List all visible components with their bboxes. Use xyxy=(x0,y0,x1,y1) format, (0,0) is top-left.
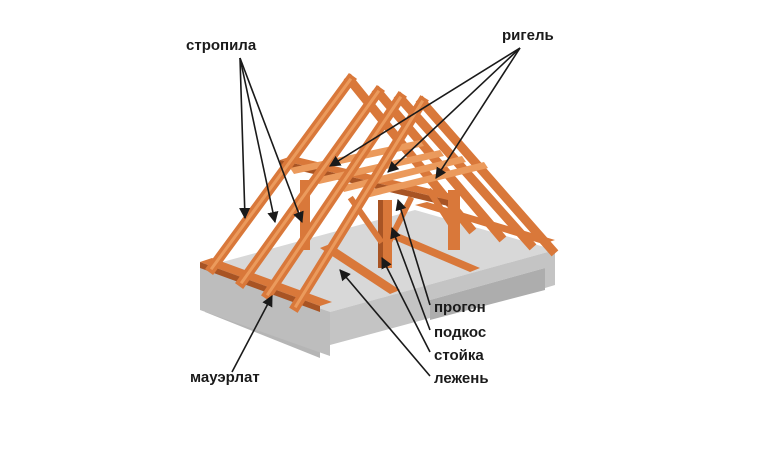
label-rafters: стропила xyxy=(186,37,257,54)
arrow-post xyxy=(381,257,431,353)
arrow-collar-1 xyxy=(329,47,521,167)
slab-right-side xyxy=(330,250,555,345)
rafters-front xyxy=(205,73,429,313)
sills xyxy=(320,234,480,294)
label-collar-tie: ригель xyxy=(502,27,554,44)
label-post: стойка xyxy=(434,347,484,364)
annotation-arrows xyxy=(231,47,521,377)
arrow-collar-3 xyxy=(435,47,521,179)
arrow-collar-2 xyxy=(387,47,521,173)
slab-front-face xyxy=(200,268,330,356)
arrow-sill xyxy=(339,269,431,377)
arrow-rafter-3 xyxy=(239,57,304,224)
posts xyxy=(300,180,460,268)
label-sill: лежень xyxy=(434,370,489,387)
arrow-wall-plate xyxy=(231,295,273,373)
arrow-strut xyxy=(390,226,431,331)
label-strut: подкос xyxy=(434,324,487,341)
arrow-rafter-2 xyxy=(239,57,279,224)
label-purlin: прогон xyxy=(434,299,486,316)
arrow-rafter-1 xyxy=(239,57,251,220)
label-wall-plate: мауэрлат xyxy=(190,369,260,386)
slab-leg xyxy=(430,268,545,320)
arrow-purlin xyxy=(395,198,431,306)
